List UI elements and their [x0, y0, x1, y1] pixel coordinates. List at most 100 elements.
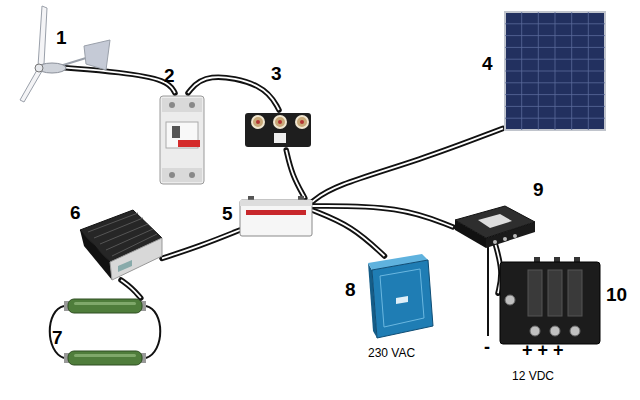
fuse-box [500, 262, 600, 344]
fuse-terminal [530, 326, 540, 336]
fuse-terminal [550, 326, 560, 336]
terminal-screw [169, 172, 175, 178]
terminal-label: - [484, 338, 495, 356]
fuse-slot [528, 270, 542, 316]
controller-front [110, 238, 162, 280]
wire-gap [312, 128, 503, 202]
fuse-slot [568, 270, 582, 316]
breaker-label [178, 140, 200, 147]
terminal-screw [503, 237, 507, 241]
terminal-screw [256, 120, 260, 124]
callout-number: 10 [606, 285, 627, 304]
controller-display [118, 260, 132, 272]
terminal-screw [169, 102, 175, 108]
battery-stripe [246, 210, 306, 215]
solar-panel [505, 12, 605, 130]
component-area: 1 [15, 5, 65, 103]
resistor-highlight [74, 302, 136, 305]
wire-gap [312, 206, 453, 227]
callout-number: 3 [271, 64, 282, 83]
voltage-label: 12 VDC [512, 370, 554, 382]
callout-number: 5 [222, 204, 233, 223]
component-area: 4 [503, 10, 607, 132]
wire-gap [162, 230, 240, 258]
resistor-symbol [68, 351, 142, 365]
callout-number: 8 [345, 280, 356, 299]
wire-gap [312, 210, 385, 256]
rectifier-body [245, 113, 311, 147]
component-area: 6 [80, 208, 162, 280]
turbine-blade [38, 6, 47, 66]
terminal-screw [300, 120, 304, 124]
wire-pair [286, 150, 305, 198]
component-area: 3 [243, 110, 315, 150]
callout-number: 1 [56, 28, 67, 47]
wire-pair [162, 230, 240, 258]
wire-pair [312, 210, 385, 256]
breaker-lever [172, 126, 180, 138]
fuse-terminal [505, 295, 515, 305]
wire [312, 128, 503, 202]
component-area: 8230 VAC [368, 256, 434, 340]
resistor-link-wire [50, 306, 64, 358]
wire-gap [286, 150, 305, 198]
inverter-display [396, 296, 408, 304]
breaker-body [160, 96, 204, 184]
terminal-screw [513, 234, 517, 238]
component-area: 10+++12 VDC [498, 258, 602, 346]
wire [312, 210, 385, 256]
callout-number: 6 [70, 203, 81, 222]
tail-vane [84, 40, 110, 70]
component-area: 9 [453, 203, 537, 243]
inverter-body [372, 260, 433, 338]
resistor-highlight [74, 354, 136, 357]
wire-pair [312, 206, 453, 227]
fuse-terminal [570, 326, 580, 336]
module-top [455, 206, 535, 238]
rectifier-terminal [296, 116, 308, 128]
negative-wire [487, 240, 489, 336]
wire [65, 68, 175, 93]
inverter-panel [380, 269, 424, 327]
terminal-screw [189, 102, 195, 108]
terminal-label: +++ [522, 341, 569, 359]
fuse-slot [548, 270, 562, 316]
rectifier-terminal [252, 116, 264, 128]
wire-pair [312, 128, 503, 202]
breaker-terminals [162, 168, 202, 182]
turbine-hub [35, 64, 43, 72]
terminal-screw [493, 240, 497, 244]
rectifier-terminal [274, 116, 286, 128]
voltage-label: 230 VAC [368, 347, 415, 359]
turbine-blade [20, 70, 42, 102]
wire-gap [65, 68, 175, 93]
battery-lid [240, 200, 312, 206]
module-label [478, 214, 512, 228]
wire [286, 150, 305, 198]
controller-side [80, 230, 112, 280]
callout-number: 7 [52, 328, 63, 347]
resistor-symbol [68, 299, 142, 313]
callout-number: 4 [482, 54, 493, 73]
callout-number: 2 [164, 66, 175, 85]
callout-number: 9 [533, 180, 544, 199]
component-area: 7 [58, 298, 150, 368]
rectifier-terminal [274, 133, 286, 143]
terminal-screw [189, 172, 195, 178]
wire-pair [121, 280, 141, 298]
resistor-link-wire [146, 306, 160, 358]
breaker-terminals [162, 98, 202, 112]
component-area: 2 [158, 93, 208, 187]
solar-cell-grid [505, 12, 605, 130]
wire-gap [121, 280, 141, 298]
wire [312, 206, 453, 227]
terminal-screw [278, 120, 282, 124]
wire-pair [65, 68, 175, 93]
battery-body [240, 200, 312, 236]
component-area: 5 [240, 198, 312, 238]
wire [162, 230, 240, 258]
wire [121, 280, 141, 298]
